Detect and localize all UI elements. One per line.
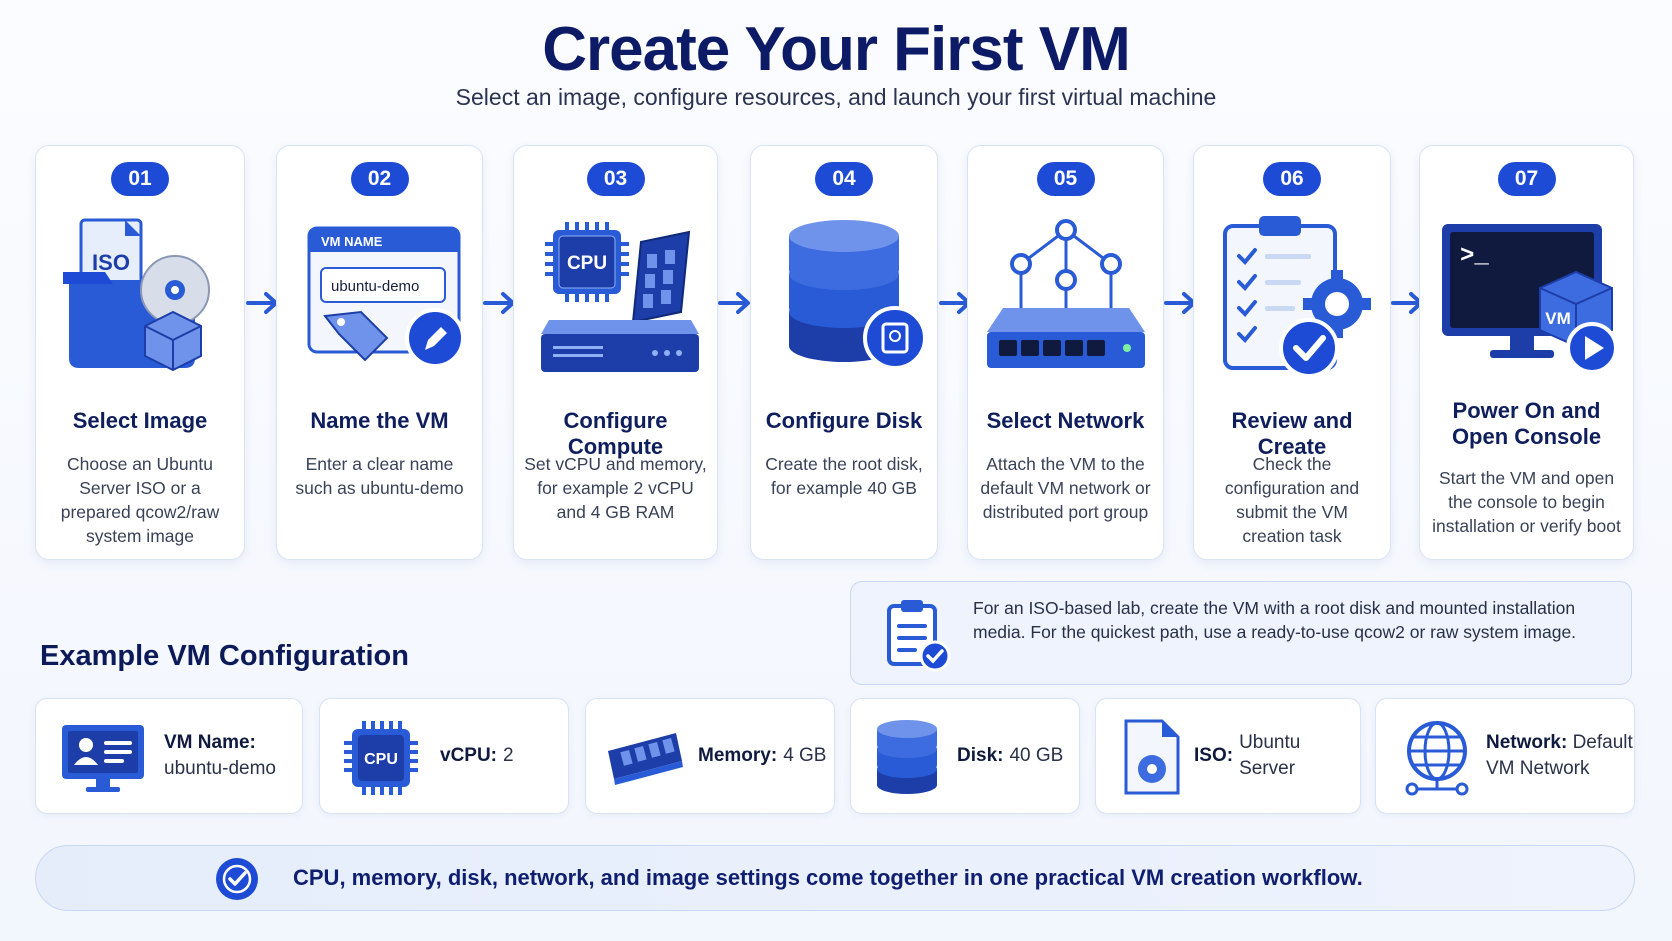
example-section-title: Example VM Configuration	[40, 640, 409, 672]
step-title: Configure Disk	[765, 408, 923, 433]
config-item-iso: ISO: Ubuntu Server	[1095, 698, 1361, 814]
arrow-right-icon	[718, 292, 750, 314]
name-tag-icon: VM NAME ubuntu-demo	[285, 208, 475, 538]
config-item-label: VM Name:	[164, 732, 256, 753]
config-item-label: Memory:	[698, 745, 778, 766]
summary-banner: CPU, memory, disk, network, and image se…	[35, 845, 1635, 911]
step-description: Attach the VM to the default VM network …	[980, 454, 1151, 522]
config-item-value: 4 GB	[783, 745, 827, 766]
config-item-network: Network: Default VM Network	[1375, 698, 1635, 814]
globe-network-icon	[1405, 721, 1469, 796]
page-title: Create Your First VM	[542, 15, 1131, 84]
config-item-text: Memory: 4 GB	[698, 699, 827, 813]
config-item-value: Default VM Network	[1486, 732, 1633, 779]
info-note: For an ISO-based lab, create the VM with…	[850, 581, 1632, 685]
cpu-chip-icon: CPU	[344, 721, 418, 795]
iso-file-icon	[1124, 719, 1180, 795]
page-subtitle: Select an image, configure resources, an…	[455, 84, 1217, 110]
iso-image-icon: ISO	[45, 208, 235, 538]
step-card-name-vm: 02 VM NAME ubuntu-demo Name the VM Enter…	[276, 145, 483, 560]
id-card-monitor-icon	[62, 725, 144, 792]
config-item-text: ISO: Ubuntu Server	[1194, 699, 1360, 813]
config-item-value: ubuntu-demo	[164, 758, 276, 779]
config-item-label: vCPU:	[440, 745, 498, 766]
step-title: Select Network	[986, 408, 1145, 433]
disk-database-icon	[749, 208, 939, 538]
step-card-review-create: 06 Review and Create Check the configura…	[1193, 145, 1391, 560]
svg-text:ISO: ISO	[92, 250, 130, 275]
svg-text:ubuntu-demo: ubuntu-demo	[331, 278, 419, 295]
config-item-label: Network:	[1486, 732, 1568, 753]
config-item-value: Ubuntu Server	[1239, 732, 1301, 779]
config-item-label: ISO:	[1194, 745, 1234, 766]
svg-text:CPU: CPU	[364, 751, 398, 768]
cpu-memory-icon: CPU	[521, 208, 711, 538]
step-number: 02	[350, 162, 409, 196]
config-item-text: VM Name: ubuntu-demo	[164, 699, 276, 813]
config-item-label: Disk:	[957, 745, 1004, 766]
svg-text:VM NAME: VM NAME	[321, 234, 383, 249]
svg-text:CPU: CPU	[566, 253, 606, 274]
step-number: 05	[1036, 162, 1095, 196]
step-card-configure-disk: 04 Configure Disk Create the root disk, …	[750, 145, 938, 560]
step-card-configure-compute: 03 CPU Configure Compute Set vCPU and me…	[513, 145, 718, 560]
step-title: Review and Create	[1231, 408, 1353, 459]
step-number: 04	[815, 162, 873, 196]
summary-banner-text: CPU, memory, disk, network, and image se…	[293, 865, 1363, 890]
step-card-power-on: 07 >_ VM Power On and Open Console Start…	[1419, 145, 1634, 560]
config-item-text: vCPU: 2	[440, 699, 514, 813]
svg-text:>_: >_	[1460, 243, 1489, 270]
step-description: Start the VM and open the console to beg…	[1432, 468, 1621, 536]
step-number: 01	[111, 162, 169, 196]
checklist-gear-icon	[1197, 208, 1387, 538]
config-item-value: 2	[503, 745, 514, 766]
step-title: Configure Compute	[563, 408, 668, 459]
step-number: 03	[586, 162, 645, 196]
config-item-disk: Disk: 40 GB	[850, 698, 1080, 814]
clipboard-check-icon	[887, 600, 951, 672]
step-description: Choose an Ubuntu Server ISO or a prepare…	[60, 454, 220, 546]
step-title: Name the VM	[310, 408, 449, 433]
info-note-text: For an ISO-based lab, create the VM with…	[973, 598, 1577, 642]
step-title: Select Image	[72, 408, 208, 433]
database-icon	[877, 720, 937, 794]
step-description: Check the configuration and submit the V…	[1224, 454, 1360, 546]
config-item-vcpu: CPU vCPU: 2	[319, 698, 569, 814]
step-number: 07	[1497, 162, 1556, 196]
svg-text:VM: VM	[1545, 309, 1571, 328]
step-title-line-2: Open Console	[1451, 424, 1602, 449]
step-description: Enter a clear name such as ubuntu-demo	[295, 454, 464, 498]
step-title-line-1: Power On and	[1452, 398, 1601, 423]
console-play-icon: >_ VM	[1432, 208, 1622, 538]
config-item-text: Disk: 40 GB	[957, 699, 1063, 813]
step-title: Power On and Open Console	[1420, 398, 1633, 450]
step-number: 06	[1263, 162, 1321, 196]
config-item-memory: Memory: 4 GB	[585, 698, 835, 814]
config-item-value: 40 GB	[1009, 745, 1064, 766]
memory-stick-icon	[608, 733, 683, 785]
step-description: Set vCPU and memory, for example 2 vCPU …	[524, 454, 707, 522]
step-card-select-image: 01 ISO Select Image Choose an Ubuntu Ser…	[35, 145, 245, 560]
check-circle-icon	[216, 858, 258, 900]
network-switch-icon	[971, 208, 1161, 538]
config-item-text: Network: Default VM Network	[1486, 699, 1634, 813]
config-item-vm-name: VM Name: ubuntu-demo	[35, 698, 303, 814]
step-description: Create the root disk, for example 40 GB	[765, 454, 923, 498]
step-card-select-network: 05 Select Network Attach the VM to the d…	[967, 145, 1164, 560]
